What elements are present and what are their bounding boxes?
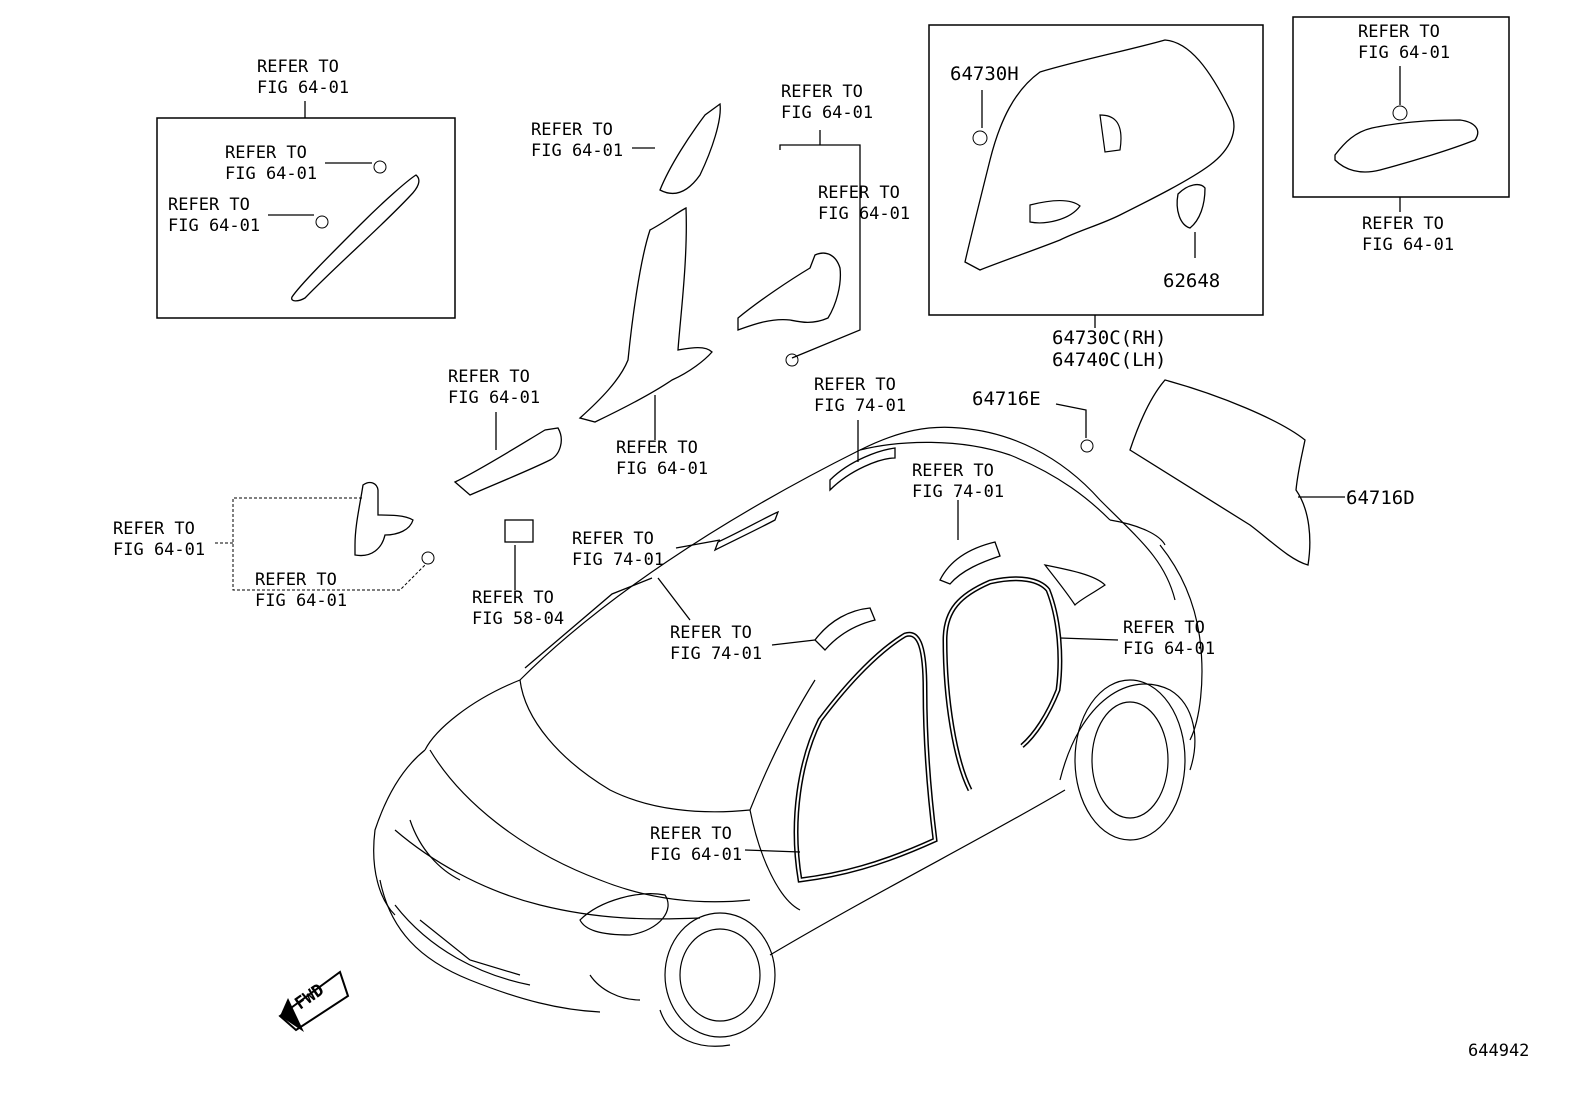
refer-label: REFER TO	[168, 195, 250, 215]
refer-fig: FIG 64-01	[650, 845, 742, 865]
front-door-scuff-plate	[453, 427, 562, 496]
refer-label: REFER TO	[113, 519, 195, 539]
refer-fig: FIG 64-01	[448, 388, 540, 408]
refer-fig: FIG 74-01	[670, 644, 762, 664]
clip-icon	[315, 215, 329, 229]
clip-icon	[1080, 439, 1094, 453]
refer-fig: FIG 64-01	[781, 103, 873, 123]
center-pillar-lower-garnish	[578, 206, 713, 423]
a-pillar-garnish	[291, 174, 420, 302]
refer-fig: FIG 64-01	[1362, 235, 1454, 255]
clip-icon	[1392, 105, 1408, 121]
refer-fig: FIG 64-01	[531, 141, 623, 161]
refer-label: REFER TO	[616, 438, 698, 458]
fwd-arrow-icon: FWD	[278, 970, 350, 1032]
refer-label: REFER TO	[912, 461, 994, 481]
refer-label: REFER TO	[781, 82, 863, 102]
refer-label: REFER TO	[650, 824, 732, 844]
cover-62648	[1176, 183, 1206, 229]
refer-fig: FIG 64-01	[113, 540, 205, 560]
part-number-64740C: 64740C(LH)	[1052, 349, 1166, 371]
front-door-weatherstrip	[793, 631, 938, 883]
refer-fig: FIG 64-01	[168, 216, 260, 236]
box-a-pillar	[156, 117, 456, 319]
car-body-outline	[373, 426, 1203, 1047]
refer-label: REFER TO	[531, 120, 613, 140]
refer-label: REFER TO	[472, 588, 554, 608]
refer-fig: FIG 64-01	[1123, 639, 1215, 659]
refer-fig: FIG 64-01	[616, 459, 708, 479]
switch-58-04	[504, 519, 534, 543]
box-quarter-trim	[928, 24, 1264, 316]
deck-board-64716D	[1129, 379, 1311, 566]
clip-icon	[373, 160, 387, 174]
part-number-64730C: 64730C(RH)	[1052, 327, 1166, 349]
refer-label: REFER TO	[257, 57, 339, 77]
clip-icon	[421, 551, 435, 565]
part-number-62648: 62648	[1163, 270, 1220, 292]
refer-fig: FIG 64-01	[257, 78, 349, 98]
refer-fig: FIG 64-01	[1358, 43, 1450, 63]
refer-label: REFER TO	[1123, 618, 1205, 638]
quarter-trim-panel	[964, 39, 1235, 271]
refer-fig: FIG 74-01	[912, 482, 1004, 502]
refer-label: REFER TO	[1358, 22, 1440, 42]
assist-grip	[713, 447, 1001, 651]
refer-label: REFER TO	[255, 570, 337, 590]
part-number-64716D: 64716D	[1346, 487, 1415, 509]
refer-fig: FIG 64-01	[225, 164, 317, 184]
b-pillar-upper-garnish	[659, 102, 721, 195]
deck-trim-side-panel	[1334, 119, 1479, 173]
cowl-side-trim	[354, 481, 414, 557]
rear-door-weatherstrip	[942, 576, 1063, 792]
part-number-64730H: 64730H	[950, 63, 1019, 85]
clip-icon	[972, 130, 988, 146]
box-rear-trim	[1292, 16, 1510, 198]
rear-door-scuff-plate	[737, 252, 842, 331]
refer-label: REFER TO	[225, 143, 307, 163]
refer-fig: FIG 64-01	[255, 591, 347, 611]
refer-fig: FIG 74-01	[572, 550, 664, 570]
refer-fig: FIG 74-01	[814, 396, 906, 416]
part-number-64716E: 64716E	[972, 388, 1041, 410]
refer-label: REFER TO	[1362, 214, 1444, 234]
refer-label: REFER TO	[814, 375, 896, 395]
refer-fig: FIG 64-01	[818, 204, 910, 224]
refer-label: REFER TO	[572, 529, 654, 549]
refer-fig: FIG 58-04	[472, 609, 564, 629]
refer-label: REFER TO	[448, 367, 530, 387]
diagram-id: 644942	[1468, 1041, 1529, 1061]
refer-label: REFER TO	[670, 623, 752, 643]
refer-label: REFER TO	[818, 183, 900, 203]
